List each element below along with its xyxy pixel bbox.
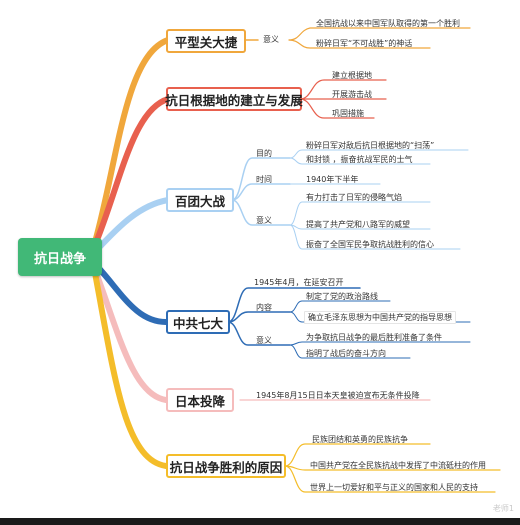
watermark: 老师1 [492, 504, 514, 513]
root-node[interactable]: 抗日战争 [18, 238, 102, 276]
root-label: 抗日战争 [33, 251, 86, 267]
leaf-label: 粉碎日军对敌后抗日根据地的“扫荡” [306, 141, 435, 150]
branch-label: 百团大战 [174, 193, 225, 209]
leaf-label: 指明了战后的奋斗方向 [306, 349, 386, 358]
branch-pingxingguan[interactable]: 平型关大捷 [166, 29, 246, 53]
leaf-label: 振奋了全国军民争取抗战胜利的信心 [306, 240, 434, 249]
sub-label-content: 内容 [256, 303, 272, 312]
branch-seventh-congress[interactable]: 中共七大 [166, 310, 230, 334]
leaf-label: 全国抗战以来中国军队取得的第一个胜利 [316, 19, 460, 28]
branch-base-areas[interactable]: 抗日根据地的建立与发展 [165, 87, 303, 111]
branch-japan-surrender[interactable]: 日本投降 [166, 388, 234, 412]
leaf-label: 巩固措施 [332, 109, 364, 118]
leaf-label: 制定了党的政治路线 [306, 292, 378, 301]
leaf-label: 建立根据地 [332, 71, 372, 80]
leaf-label: 民族团结和英勇的民族抗争 [312, 435, 408, 444]
branch-label: 平型关大捷 [174, 34, 238, 50]
sub-label-time: 时间 [256, 175, 272, 184]
branch-label: 抗日战争胜利的原因 [169, 459, 283, 475]
leaf-label: 中国共产党在全民族抗战中发挥了中流砥柱的作用 [310, 461, 486, 470]
leaf-label: 1940年下半年 [306, 175, 359, 184]
branch-label: 中共七大 [172, 315, 223, 331]
leaf-label: 提高了共产党和八路军的威望 [306, 220, 410, 229]
branch-victory-reasons[interactable]: 抗日战争胜利的原因 [166, 454, 286, 478]
leaf-label-date-place: 1945年4月，在延安召开 [254, 278, 344, 287]
sub-label-significance: 意义 [263, 35, 279, 44]
branch-label: 日本投降 [174, 393, 225, 409]
sub-label-purpose: 目的 [256, 149, 272, 158]
leaf-label: 为争取抗日战争的最后胜利准备了条件 [306, 333, 442, 342]
sub-label-significance: 意义 [256, 216, 272, 225]
leaf-label: 有力打击了日军的侵略气焰 [306, 193, 402, 202]
bottom-bar [0, 518, 520, 525]
leaf-label: 开展游击战 [332, 90, 372, 99]
branch-label: 抗日根据地的建立与发展 [165, 92, 303, 108]
branch-hundred-regiments[interactable]: 百团大战 [166, 188, 234, 212]
leaf-label: 1945年8月15日日本天皇被迫宣布无条件投降 [256, 391, 420, 400]
leaf-label: 确立毛泽东思想为中国共产党的指导思想 [304, 311, 456, 324]
sub-label-significance: 意义 [256, 336, 272, 345]
leaf-label: 和封锁 ，振奋抗战军民的士气 [306, 155, 413, 164]
leaf-label: 世界上一切爱好和平与正义的国家和人民的支持 [310, 483, 478, 492]
leaf-label: 粉碎日军“不可战胜”的神话 [316, 39, 413, 48]
